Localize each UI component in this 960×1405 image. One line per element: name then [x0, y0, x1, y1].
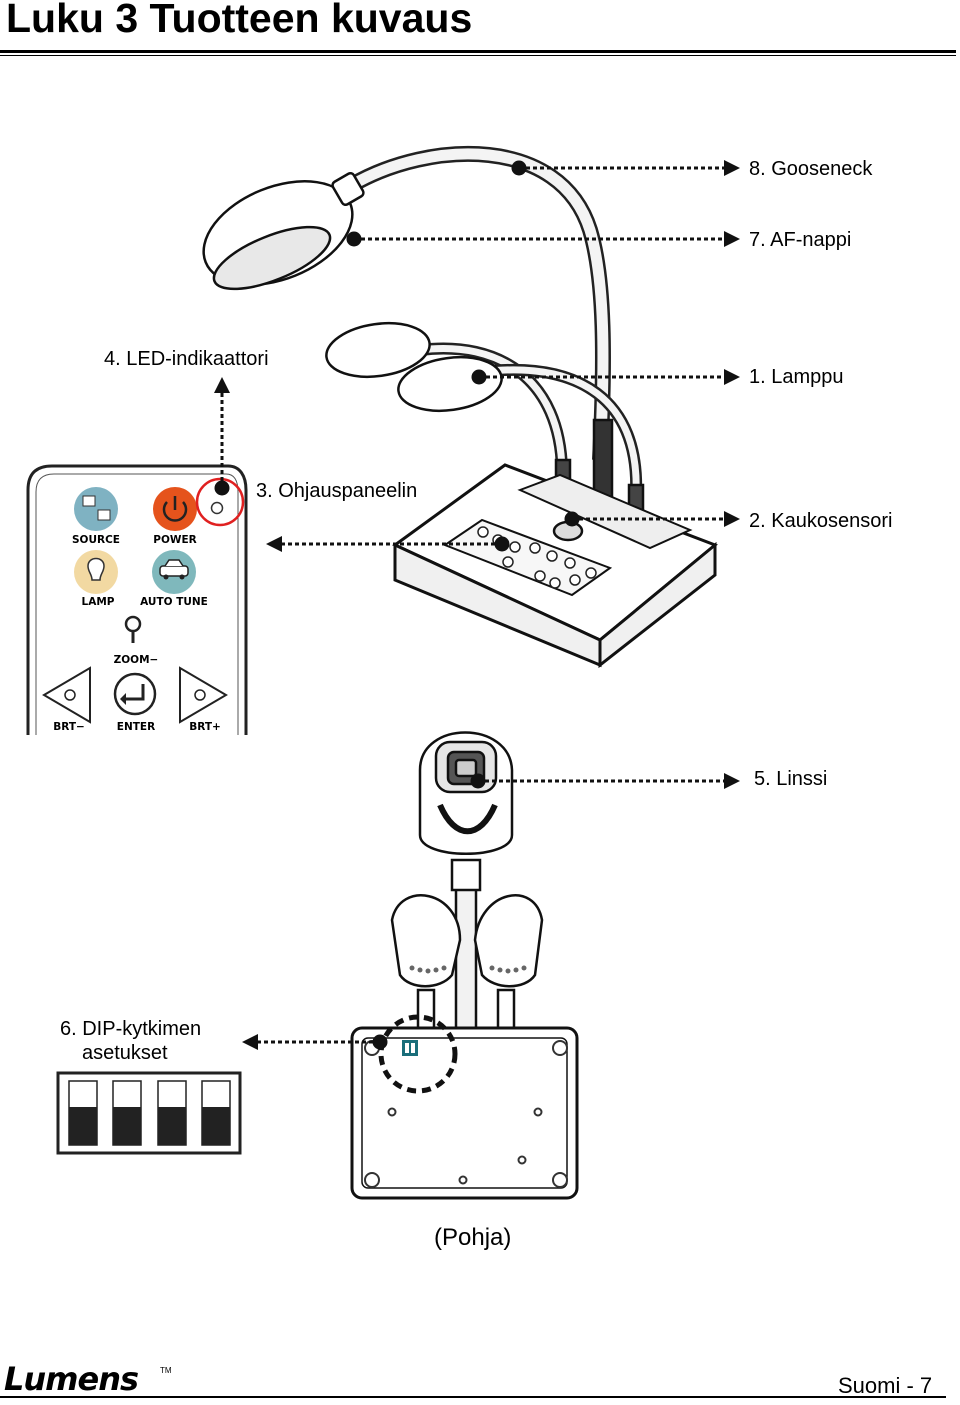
- callout-gooseneck: 8. Gooseneck: [749, 158, 873, 180]
- dip-switch-2: [113, 1107, 141, 1145]
- leader-dots: [214, 160, 580, 1050]
- footer-rule: [0, 1396, 946, 1398]
- source-icon: [74, 487, 118, 531]
- lamp-label: LAMP: [82, 596, 115, 608]
- lamp-bottom-left: [390, 894, 462, 988]
- lamp-head-left: [325, 322, 431, 378]
- callout-led-indicator: 4. LED-indikaattori: [104, 348, 269, 370]
- leader-arrowheads: [214, 160, 740, 1050]
- brand-trademark: TM: [160, 1366, 172, 1375]
- source-label: SOURCE: [72, 534, 120, 546]
- leader-lines: [220, 166, 724, 1044]
- zoom-minus-label: ZOOM−: [114, 654, 159, 666]
- power-label: POWER: [153, 534, 196, 546]
- callout-af-button: 7. AF-nappi: [749, 229, 852, 251]
- brt-minus-label: BRT−: [53, 721, 85, 733]
- callout-control-panel: 3. Ohjauspaneelin: [256, 480, 418, 502]
- lamp-bottom-right: [473, 894, 544, 988]
- dip-switch-on-base: [402, 1040, 418, 1056]
- enter-icon: [113, 672, 157, 716]
- callout-lens: 5. Linssi: [754, 768, 828, 790]
- bottom-view-illustration: [350, 731, 579, 1200]
- base-control-panel: [442, 518, 613, 597]
- callout-dip-switch-line2: asetukset: [82, 1042, 168, 1064]
- bottom-view-caption: (Pohja): [434, 1224, 512, 1251]
- brt-plus-label: BRT+: [189, 721, 221, 733]
- dip-switch-highlight-circle: [378, 1014, 458, 1094]
- callout-remote-sensor: 2. Kaukosensori: [749, 510, 893, 532]
- page-number: Suomi - 7: [838, 1373, 933, 1398]
- dip-switch-closeup: [56, 1071, 242, 1155]
- header-rule: [0, 50, 956, 56]
- callout-dip-switch-line1: 6. DIP-kytkimen: [60, 1018, 202, 1040]
- chapter-title: Luku 3 Tuotteen kuvaus: [6, 0, 473, 41]
- dip-switch-1: [69, 1107, 97, 1145]
- led-highlight-circle: [195, 477, 245, 527]
- gooseneck-arm: [348, 145, 611, 461]
- control-panel-closeup: SOURCE POWER LAMP AUTO TUNE ZOOM− BRT−: [26, 464, 248, 735]
- callout-lamp: 1. Lamppu: [749, 366, 844, 388]
- gooseneck-pole: [454, 868, 478, 1037]
- brand-logo: Lumens: [4, 1360, 139, 1398]
- document-camera-illustration: [202, 145, 718, 669]
- dip-switch-4: [202, 1107, 230, 1145]
- zoom-minus-icon: [124, 615, 142, 643]
- led-indicator-icon: [210, 501, 224, 515]
- base-plate-bottom: [350, 1026, 579, 1200]
- dip-switch-3: [158, 1107, 186, 1145]
- enter-label: ENTER: [117, 721, 155, 733]
- auto-tune-label: AUTO TUNE: [140, 596, 208, 608]
